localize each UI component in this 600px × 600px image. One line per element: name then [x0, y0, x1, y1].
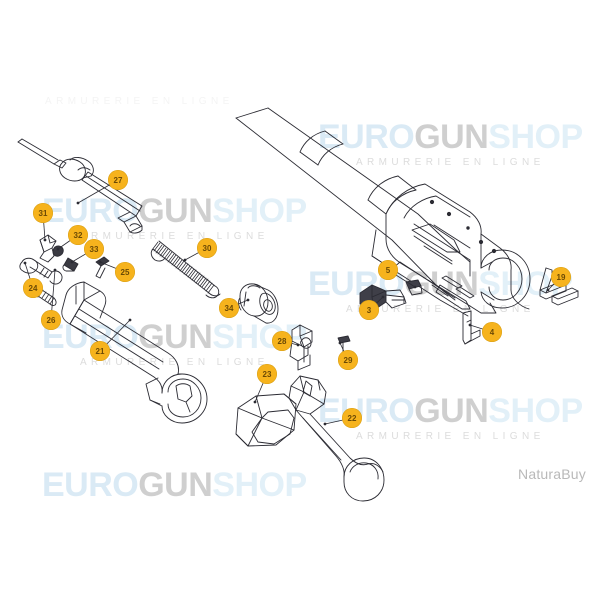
callout-badge-29[interactable]: 29 — [338, 350, 358, 370]
trigger-guard-screw — [462, 310, 481, 345]
callout-badge-30[interactable]: 30 — [197, 238, 217, 258]
callout-badge-22[interactable]: 22 — [342, 408, 362, 428]
callout-badge-5[interactable]: 5 — [378, 260, 398, 280]
callout-badge-27[interactable]: 27 — [108, 170, 128, 190]
leader-dot-33 — [70, 260, 74, 264]
bolt-body — [61, 281, 208, 424]
leader-dot-19 — [546, 288, 550, 292]
callout-badge-3[interactable]: 3 — [359, 300, 379, 320]
bolt-handle — [288, 375, 385, 502]
callout-badge-24[interactable]: 24 — [23, 278, 43, 298]
leader-dot-3 — [381, 295, 385, 299]
leader-dot-26 — [53, 268, 57, 272]
mainspring — [150, 240, 221, 299]
callout-badge-25[interactable]: 25 — [115, 262, 135, 282]
safety-detent-pin — [337, 335, 351, 353]
leader-dot-5 — [413, 285, 417, 289]
callout-badge-26[interactable]: 26 — [41, 310, 61, 330]
callout-badge-32[interactable]: 32 — [68, 225, 88, 245]
naturabuy-watermark: NaturaBuy — [518, 466, 586, 482]
leader-dot-27 — [76, 201, 80, 205]
leader-dot-4 — [468, 323, 472, 327]
bolt-shroud-cover — [235, 393, 297, 447]
leader-dot-23 — [253, 400, 257, 404]
leader-dot-30 — [183, 258, 187, 262]
callout-badge-21[interactable]: 21 — [90, 341, 110, 361]
leader-dot-29 — [338, 341, 342, 345]
leader-dot-31 — [43, 238, 47, 242]
callout-badge-28[interactable]: 28 — [272, 331, 292, 351]
callout-badge-19[interactable]: 19 — [551, 267, 571, 287]
firing-pin-assembly — [17, 138, 143, 234]
leader-dot-21 — [128, 318, 132, 322]
sear-pin — [405, 279, 423, 296]
callout-badge-31[interactable]: 31 — [33, 203, 53, 223]
leader-dot-28 — [296, 343, 300, 347]
leader-dot-34 — [246, 298, 250, 302]
leader-dot-24 — [23, 261, 27, 265]
bolt-head — [238, 283, 279, 324]
leader-dot-22 — [323, 422, 327, 426]
callout-badge-23[interactable]: 23 — [257, 364, 277, 384]
safety-catch — [289, 324, 313, 371]
callout-badge-33[interactable]: 33 — [84, 239, 104, 259]
callout-badge-4[interactable]: 4 — [482, 322, 502, 342]
leader-dot-32 — [56, 247, 60, 251]
leader-dot-25 — [98, 260, 102, 264]
callout-badge-34[interactable]: 34 — [219, 298, 239, 318]
